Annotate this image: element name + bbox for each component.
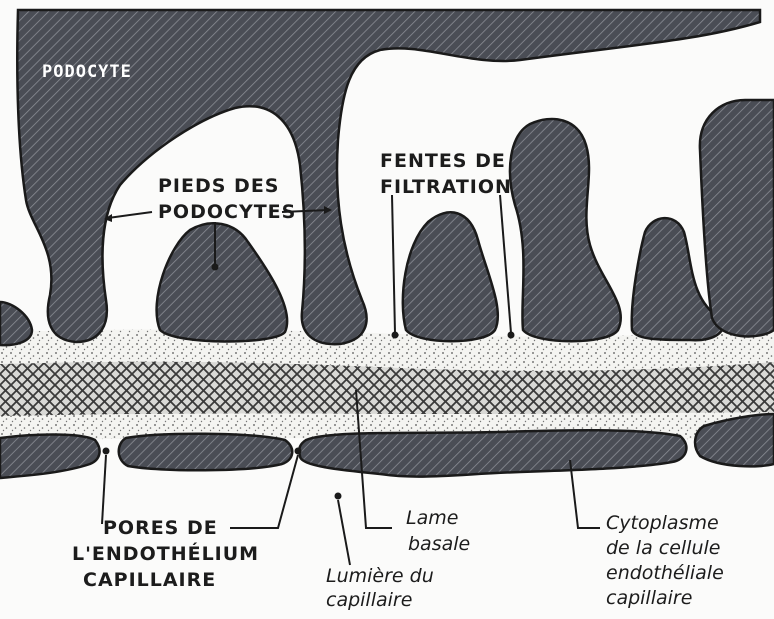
leader-fentes-right [500,195,511,333]
label-podocyte: PODOCYTE [42,62,132,82]
leader-fentes-left [392,195,395,333]
dot-pore-right [295,448,302,455]
label-pores-1: PORES DE [103,517,218,539]
label-lumiere-2: capillaire [326,589,412,611]
label-cyto-1: Cytoplasme [606,512,719,534]
label-pieds-2: PODOCYTES [158,201,296,223]
label-fentes-1: FENTES DE [380,150,506,172]
label-pores-3: CAPILLAIRE [83,569,216,591]
leader-lumiere [338,500,350,565]
label-lame-2: basale [408,533,470,555]
foot-process-2 [403,212,498,341]
label-lame-1: Lame [406,507,458,529]
dot-pieds-foot [212,264,219,271]
endothelial-segment-2 [119,434,292,471]
leader-pieds-left [108,212,152,218]
endothelial-segment-1 [0,435,100,479]
foot-process-0 [0,302,32,345]
label-cyto-4: capillaire [606,587,692,609]
label-pieds-1: PIEDS DES [158,175,279,197]
leader-pore-left [102,455,106,524]
foot-process-1 [157,223,288,341]
label-fentes-2: FILTRATION [380,176,512,198]
dot-lumiere [335,493,342,500]
lamina-densa-band [0,362,774,416]
dot-fentes-left [392,332,399,339]
foot-process-3 [510,119,621,341]
label-pores-2: L'ENDOTHÉLIUM [72,542,259,565]
basement-membrane [0,329,774,440]
label-lumiere-1: Lumière du [326,565,434,587]
label-cyto-2: de la cellule [606,537,720,559]
label-cyto-3: endothéliale [606,562,724,584]
dot-fentes-right [508,332,515,339]
foot-process-5 [700,100,774,336]
dot-pore-left [103,448,110,455]
endothelial-segment-3 [299,430,686,476]
